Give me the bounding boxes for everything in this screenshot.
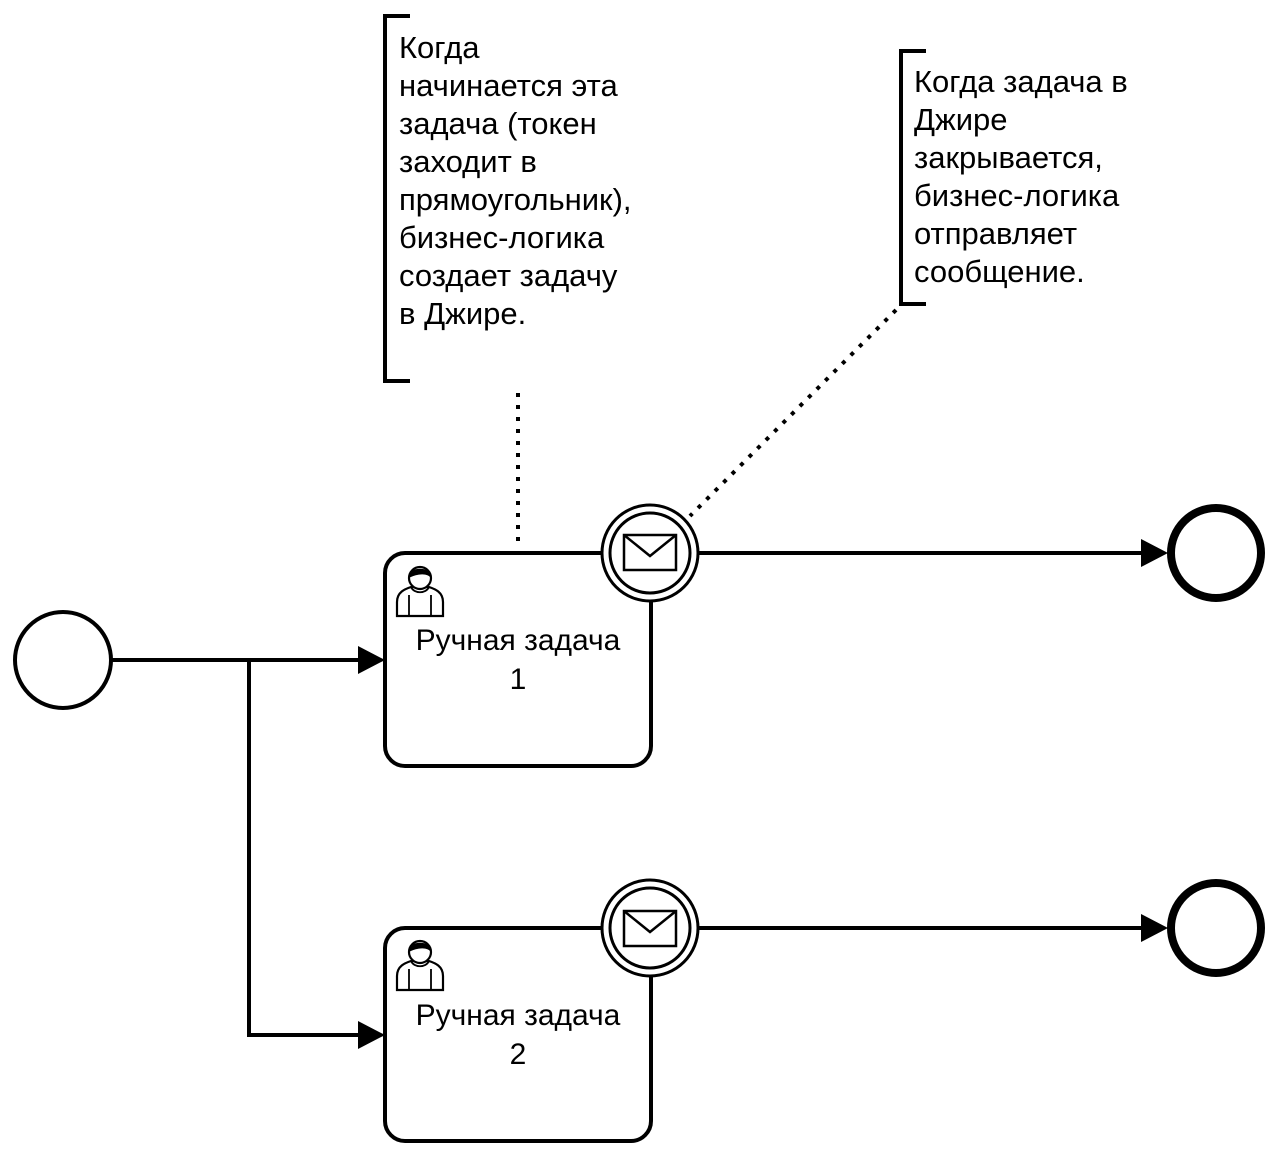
end-event-2[interactable] — [1167, 879, 1265, 977]
message-boundary-event-2[interactable] — [600, 878, 700, 978]
arrowhead-end2 — [1141, 914, 1168, 942]
annotation-line: Когда — [399, 30, 480, 65]
task-label-1: Ручная задача 1 — [385, 621, 651, 699]
message-boundary-event-1[interactable] — [600, 503, 700, 603]
annotation-line: бизнес-логика — [399, 220, 605, 255]
annotation-line: закрывается, — [914, 140, 1103, 175]
manual-task-2[interactable] — [383, 926, 653, 1143]
arrowhead-task2 — [358, 1021, 385, 1049]
task-number: 1 — [509, 663, 527, 696]
manual-task-1[interactable] — [383, 551, 653, 768]
annotation-bracket-task-start — [383, 14, 410, 383]
task-number: 2 — [509, 1038, 527, 1071]
association-task-close[interactable] — [688, 308, 898, 518]
annotation-line: сообщение. — [914, 254, 1085, 289]
annotation-line: бизнес-логика — [914, 178, 1120, 213]
annotation-line: заходит в — [399, 144, 537, 179]
sequence-flow-start-task2[interactable] — [247, 660, 360, 1037]
annotation-line: прямоугольник), — [399, 182, 632, 217]
envelope-icon — [622, 533, 678, 572]
user-icon — [395, 565, 445, 618]
annotation-line: задача (токен — [399, 106, 597, 141]
envelope-icon — [622, 909, 678, 948]
start-event[interactable] — [13, 610, 113, 710]
annotation-line: Джире — [914, 102, 1008, 137]
annotation-line: создает задачу — [399, 258, 618, 293]
annotation-line: в Джире. — [399, 296, 527, 331]
user-icon — [395, 939, 445, 992]
task-label-2: Ручная задача 2 — [385, 996, 651, 1074]
arrowhead-task1 — [358, 646, 385, 674]
annotation-line: отправляет — [914, 216, 1078, 251]
arrowhead-end1 — [1141, 539, 1168, 567]
task-name: Ручная задача — [415, 999, 621, 1032]
end-event-1[interactable] — [1167, 504, 1265, 602]
task-name: Ручная задача — [415, 624, 621, 657]
annotation-task-close: Когда задача в Джире закрывается, бизнес… — [914, 63, 1128, 291]
annotation-line: начинается эта — [399, 68, 618, 103]
annotation-bracket-task-close — [899, 49, 926, 306]
annotation-line: Когда задача в — [914, 64, 1128, 99]
annotation-task-start: Когда начинается эта задача (токен заход… — [399, 29, 632, 333]
